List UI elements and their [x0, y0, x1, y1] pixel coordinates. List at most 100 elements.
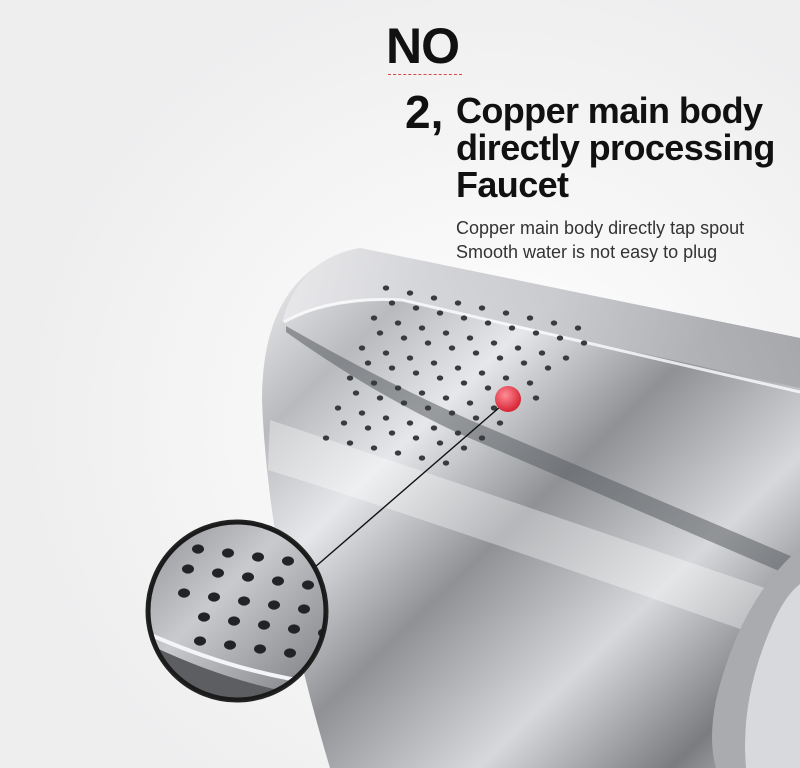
- step-number: 2,: [405, 86, 444, 138]
- nozzle-hole: [388, 365, 396, 371]
- magnified-hole: [192, 544, 204, 554]
- nozzle-hole: [442, 460, 450, 466]
- nozzle-hole: [430, 295, 438, 301]
- nozzle-hole: [394, 320, 402, 326]
- nozzle-hole: [436, 310, 444, 316]
- nozzle-hole: [346, 375, 354, 381]
- nozzle-hole: [454, 430, 462, 436]
- nozzle-hole: [460, 315, 468, 321]
- nozzle-hole: [418, 455, 426, 461]
- step-label-underline: [388, 74, 462, 75]
- nozzle-hole: [388, 430, 396, 436]
- nozzle-hole: [526, 380, 534, 386]
- nozzle-hole: [508, 325, 516, 331]
- nozzle-hole: [550, 320, 558, 326]
- nozzle-hole: [406, 355, 414, 361]
- nozzle-hole: [358, 410, 366, 416]
- nozzle-hole: [490, 340, 498, 346]
- nozzle-hole: [340, 420, 348, 426]
- description-line: Copper main body directly tap spout: [456, 218, 745, 238]
- nozzle-hole: [424, 340, 432, 346]
- nozzle-hole: [478, 435, 486, 441]
- nozzle-hole: [442, 395, 450, 401]
- nozzle-hole: [322, 435, 330, 441]
- headline-line: Copper main body: [456, 90, 763, 131]
- nozzle-hole: [562, 355, 570, 361]
- description-line: Smooth water is not easy to plug: [456, 242, 718, 262]
- nozzle-hole: [406, 290, 414, 296]
- nozzle-hole: [388, 300, 396, 306]
- nozzle-hole: [556, 335, 564, 341]
- nozzle-hole: [526, 315, 534, 321]
- nozzle-hole: [352, 390, 360, 396]
- nozzle-hole: [376, 395, 384, 401]
- nozzle-hole: [370, 445, 378, 451]
- nozzle-hole: [412, 435, 420, 441]
- nozzle-hole: [370, 315, 378, 321]
- magnified-hole: [268, 600, 280, 610]
- highlight-marker: [495, 386, 521, 412]
- nozzle-hole: [538, 350, 546, 356]
- magnified-hole: [282, 556, 294, 566]
- nozzle-hole: [448, 345, 456, 351]
- nozzle-hole: [370, 380, 378, 386]
- magnified-hole: [302, 580, 314, 590]
- nozzle-hole: [514, 345, 522, 351]
- magnified-hole: [208, 592, 220, 602]
- headline-line: directly processing: [456, 127, 775, 168]
- nozzle-hole: [358, 345, 366, 351]
- nozzle-hole: [418, 390, 426, 396]
- headline-line: Faucet: [456, 164, 569, 205]
- nozzle-hole: [346, 440, 354, 446]
- nozzle-hole: [406, 420, 414, 426]
- nozzle-hole: [574, 325, 582, 331]
- nozzle-hole: [466, 335, 474, 341]
- magnified-hole: [298, 604, 310, 614]
- step-label: NO: [386, 18, 460, 74]
- nozzle-hole: [424, 405, 432, 411]
- nozzle-hole: [394, 450, 402, 456]
- nozzle-hole: [460, 380, 468, 386]
- nozzle-hole: [490, 405, 498, 411]
- nozzle-holes: [322, 285, 588, 466]
- nozzle-hole: [400, 400, 408, 406]
- nozzle-hole: [382, 350, 390, 356]
- magnified-hole: [228, 616, 240, 626]
- nozzle-hole: [502, 310, 510, 316]
- magnified-hole: [198, 612, 210, 622]
- nozzle-hole: [382, 415, 390, 421]
- magnified-hole: [222, 548, 234, 558]
- magnified-hole: [224, 640, 236, 650]
- nozzle-hole: [544, 365, 552, 371]
- nozzle-hole: [484, 385, 492, 391]
- nozzle-hole: [436, 375, 444, 381]
- magnified-detail: [145, 519, 329, 703]
- headline: Copper main body directly processing Fau…: [456, 92, 796, 203]
- magnified-hole: [288, 624, 300, 634]
- faucet-body: [262, 248, 800, 768]
- magnified-hole: [182, 564, 194, 574]
- magnified-hole: [242, 572, 254, 582]
- magnified-hole: [252, 552, 264, 562]
- nozzle-hole: [412, 305, 420, 311]
- nozzle-hole: [442, 330, 450, 336]
- nozzle-hole: [502, 375, 510, 381]
- nozzle-hole: [484, 320, 492, 326]
- magnified-hole: [212, 568, 224, 578]
- magnified-hole: [258, 620, 270, 630]
- nozzle-hole: [430, 425, 438, 431]
- nozzle-hole: [466, 400, 474, 406]
- nozzle-hole: [400, 335, 408, 341]
- nozzle-hole: [472, 415, 480, 421]
- nozzle-hole: [496, 420, 504, 426]
- nozzle-hole: [334, 405, 342, 411]
- magnified-hole: [238, 596, 250, 606]
- magnified-hole: [178, 588, 190, 598]
- nozzle-hole: [430, 360, 438, 366]
- nozzle-hole: [394, 385, 402, 391]
- nozzle-hole: [532, 395, 540, 401]
- nozzle-hole: [436, 440, 444, 446]
- nozzle-hole: [454, 300, 462, 306]
- nozzle-hole: [472, 350, 480, 356]
- nozzle-hole: [478, 305, 486, 311]
